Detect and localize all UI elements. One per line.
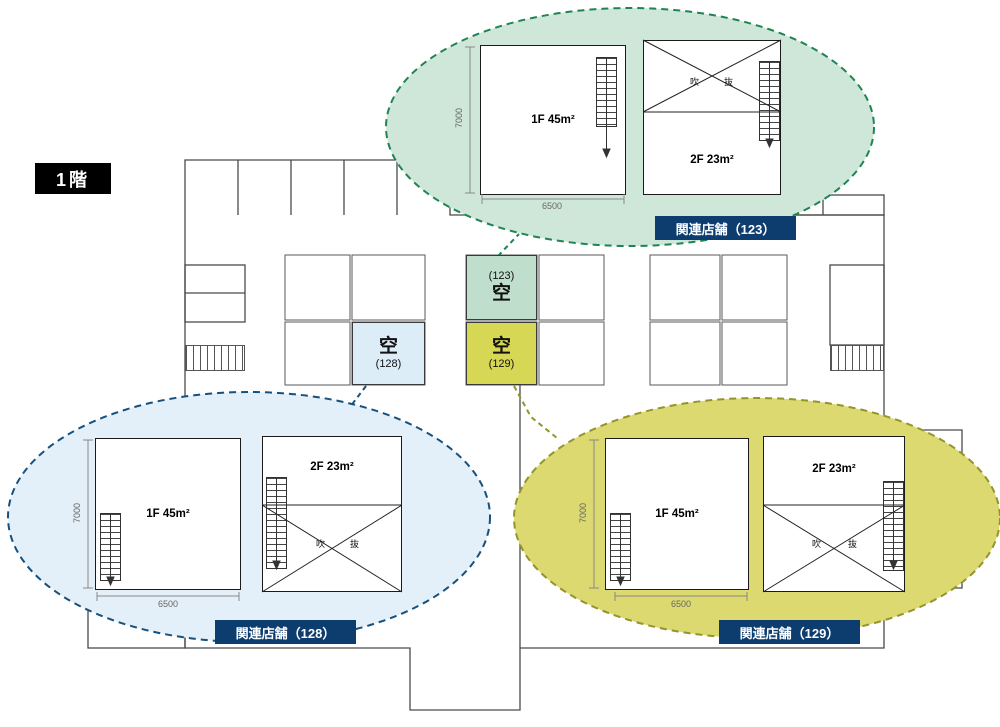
plan-2f-label-128: 2F 23m² [310,461,354,473]
void-label-a-128: 吹 [316,539,326,549]
vacancy-label-123: 空 [491,282,511,304]
unit-cell-123[interactable]: (123) 空 [466,255,537,320]
unit-number-128: (128) [375,358,402,371]
void-label-b-129: 抜 [848,539,858,549]
stairs-hatch-right [830,345,884,371]
plan-1f-label-128: 1F 45m² [146,508,190,520]
stairs-icon-2f-129 [883,481,904,571]
dim-width-123: 6500 [541,201,563,211]
vacancy-label-128: 空 [378,336,398,358]
plan-1f-label-123: 1F 45m² [531,114,575,126]
stairs-icon-2f-128 [266,477,287,569]
room-grid [284,254,788,386]
top-strip-dividers [237,160,398,215]
vacancy-label-129: 空 [491,336,511,358]
dim-height-128: 7000 [72,502,82,524]
unit-number-123: (123) [488,270,515,283]
stairs-icon-2f-123 [759,61,780,141]
void-label-a-129: 吹 [812,539,822,549]
floor-label: 1階 [35,163,111,194]
shop-badge-128: 関連店舗（128） [215,620,356,644]
stairs-icon-1f-123 [596,57,617,127]
stairs-icon-1f-129 [610,513,631,581]
plan-2f-label-129: 2F 23m² [812,463,856,475]
unit-number-129: (129) [488,358,515,371]
shop-badge-129: 関連店舗（129） [719,620,860,644]
plan-1f-label-129: 1F 45m² [655,508,699,520]
dim-height-129: 7000 [578,502,588,524]
unit-cell-128[interactable]: 空 (128) [352,322,425,385]
unit-cell-129[interactable]: 空 (129) [466,322,537,385]
stairs-icon-1f-128 [100,513,121,581]
dim-width-129: 6500 [670,599,692,609]
void-label-b-128: 抜 [350,539,360,549]
shop-badge-123: 関連店舗（123） [655,216,796,240]
void-label-a-123: 吹 [690,77,700,87]
stairs-hatch-left [185,345,245,371]
dim-width-128: 6500 [157,599,179,609]
plan-2f-label-123: 2F 23m² [690,154,734,166]
right-room [829,264,885,346]
void-label-b-123: 抜 [724,77,734,87]
dim-height-123: 7000 [454,107,464,129]
